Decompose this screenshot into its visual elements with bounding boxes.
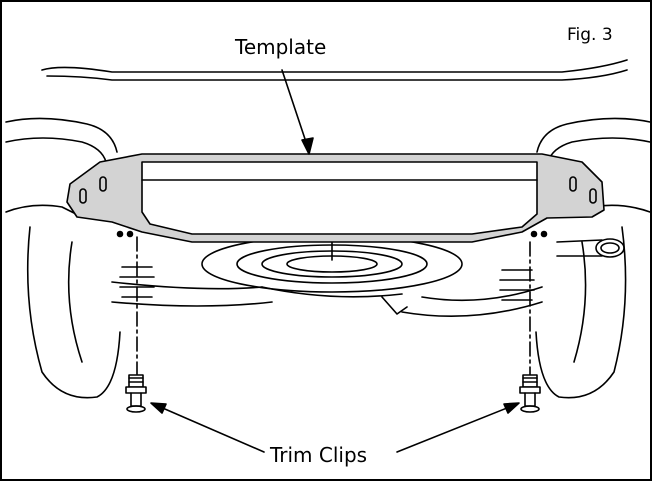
exhaust-pipe <box>556 238 625 258</box>
template-callout-label: Template <box>234 35 326 59</box>
trim-clips-leaders <box>150 402 520 453</box>
figure-number-label: Fig. 3 <box>567 25 613 45</box>
right-trim-clip <box>519 374 541 413</box>
left-trim-clip <box>125 374 147 413</box>
spare-tire <box>201 235 463 293</box>
trim-clips-callout-label: Trim Clips <box>269 443 367 467</box>
left-tire <box>26 226 121 399</box>
template-panel <box>66 153 605 243</box>
clip-alignment-lines <box>136 236 531 375</box>
rear-bumper-outline <box>5 59 651 218</box>
rear-suspension <box>111 266 543 318</box>
template-leader <box>281 69 314 155</box>
